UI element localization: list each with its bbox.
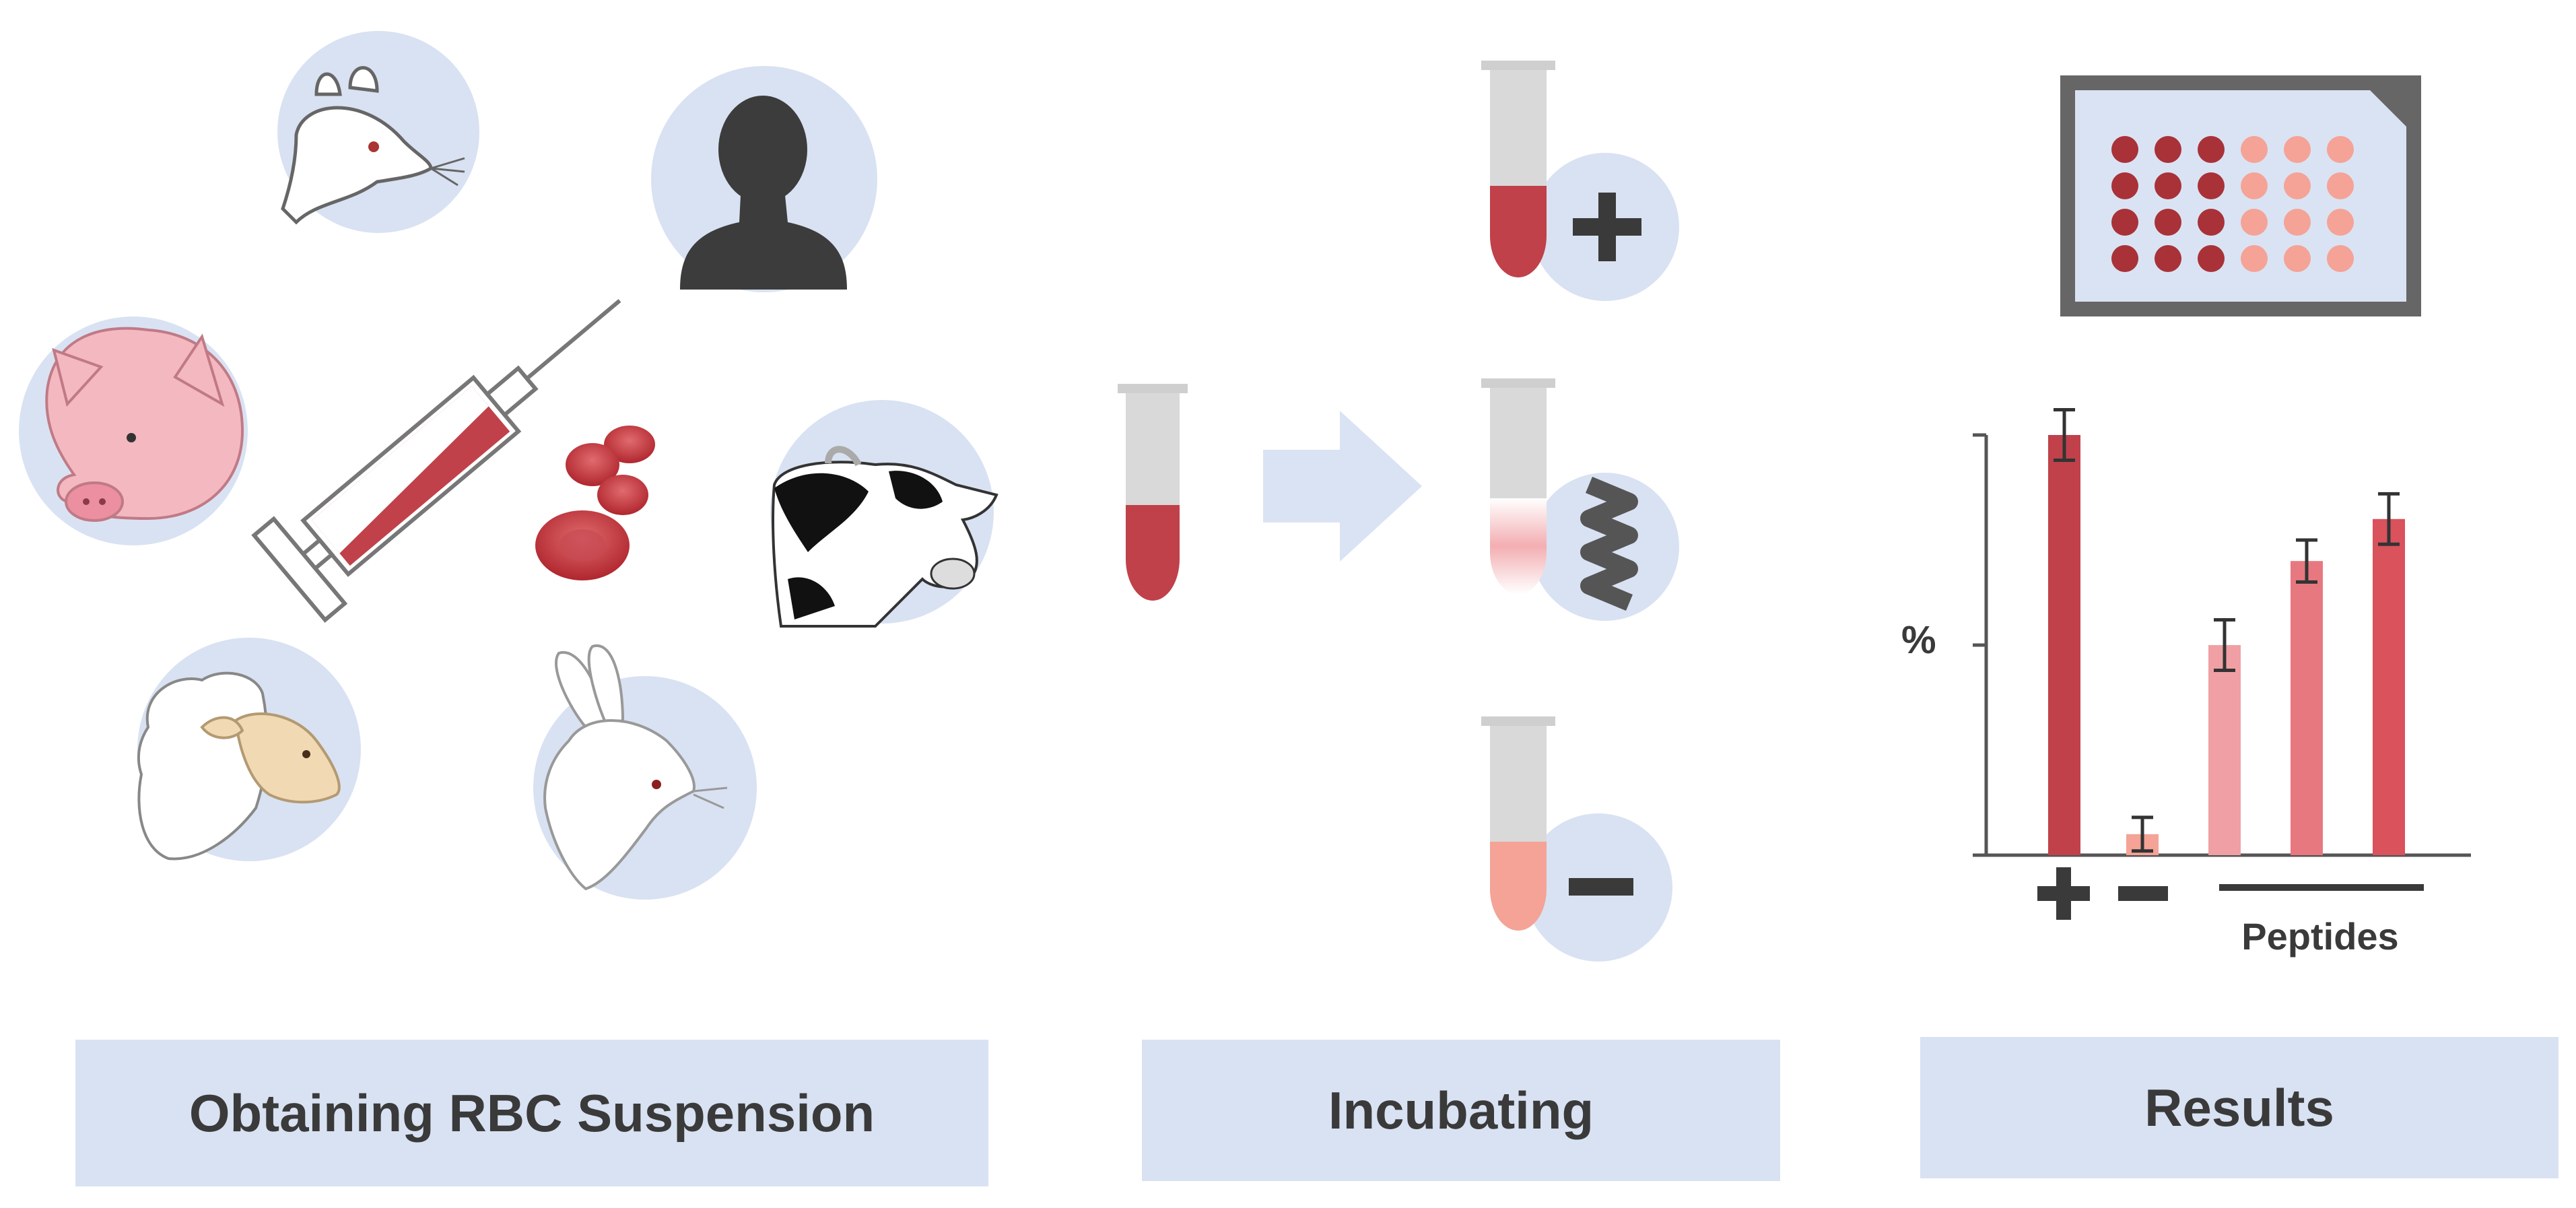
bar-chart: % Peptides (1901, 408, 2471, 958)
well (2198, 209, 2225, 236)
y-axis-label: % (1901, 618, 1936, 662)
x-tick-negative (2118, 886, 2168, 901)
well (2327, 172, 2354, 199)
well (2155, 209, 2181, 236)
chart-bar (2048, 435, 2080, 855)
well (2111, 245, 2138, 272)
syringe-icon (251, 299, 621, 623)
step-results-label: Results (1920, 1037, 2558, 1178)
well (2241, 245, 2268, 272)
well (2327, 245, 2354, 272)
well-plate-icon (2060, 75, 2421, 316)
error-bar (2054, 408, 2075, 462)
well (2241, 172, 2268, 199)
well (2241, 136, 2268, 163)
step-incubating-label: Incubating (1142, 1040, 1780, 1181)
well (2284, 172, 2311, 199)
rbc-suspension-tube-icon (1118, 384, 1188, 601)
well (2284, 209, 2311, 236)
step-obtaining-label: Obtaining RBC Suspension (75, 1040, 988, 1186)
human-icon (651, 66, 877, 292)
well (2284, 136, 2311, 163)
error-bar (2296, 538, 2317, 584)
error-bar (2214, 618, 2235, 672)
well (2155, 136, 2181, 163)
well (2155, 172, 2181, 199)
chart-bar (2373, 518, 2405, 855)
well (2198, 172, 2225, 199)
chart-bar (2208, 645, 2241, 855)
cow-icon (770, 400, 998, 628)
well (2155, 245, 2181, 272)
mouse-icon (277, 31, 479, 233)
error-bar (2378, 492, 2400, 546)
error-bar (2132, 815, 2153, 853)
sheep-icon (137, 638, 361, 861)
well (2111, 172, 2138, 199)
peptide-tube-icon (1481, 378, 1679, 621)
rabbit-icon (533, 644, 757, 900)
well (2284, 245, 2311, 272)
chart-bar (2291, 561, 2323, 855)
well (2327, 209, 2354, 236)
peptides-group-label: Peptides (2241, 915, 2398, 958)
well (2198, 245, 2225, 272)
positive-control-tube-icon (1481, 61, 1679, 301)
well (2241, 209, 2268, 236)
well (2327, 136, 2354, 163)
well (2198, 136, 2225, 163)
pig-icon (19, 316, 248, 545)
process-arrow-icon (1263, 411, 1422, 562)
well (2111, 136, 2138, 163)
red-blood-cells-icon (535, 426, 655, 580)
x-tick-positive (2037, 867, 2090, 920)
negative-control-tube-icon (1481, 716, 1672, 962)
well (2111, 209, 2138, 236)
